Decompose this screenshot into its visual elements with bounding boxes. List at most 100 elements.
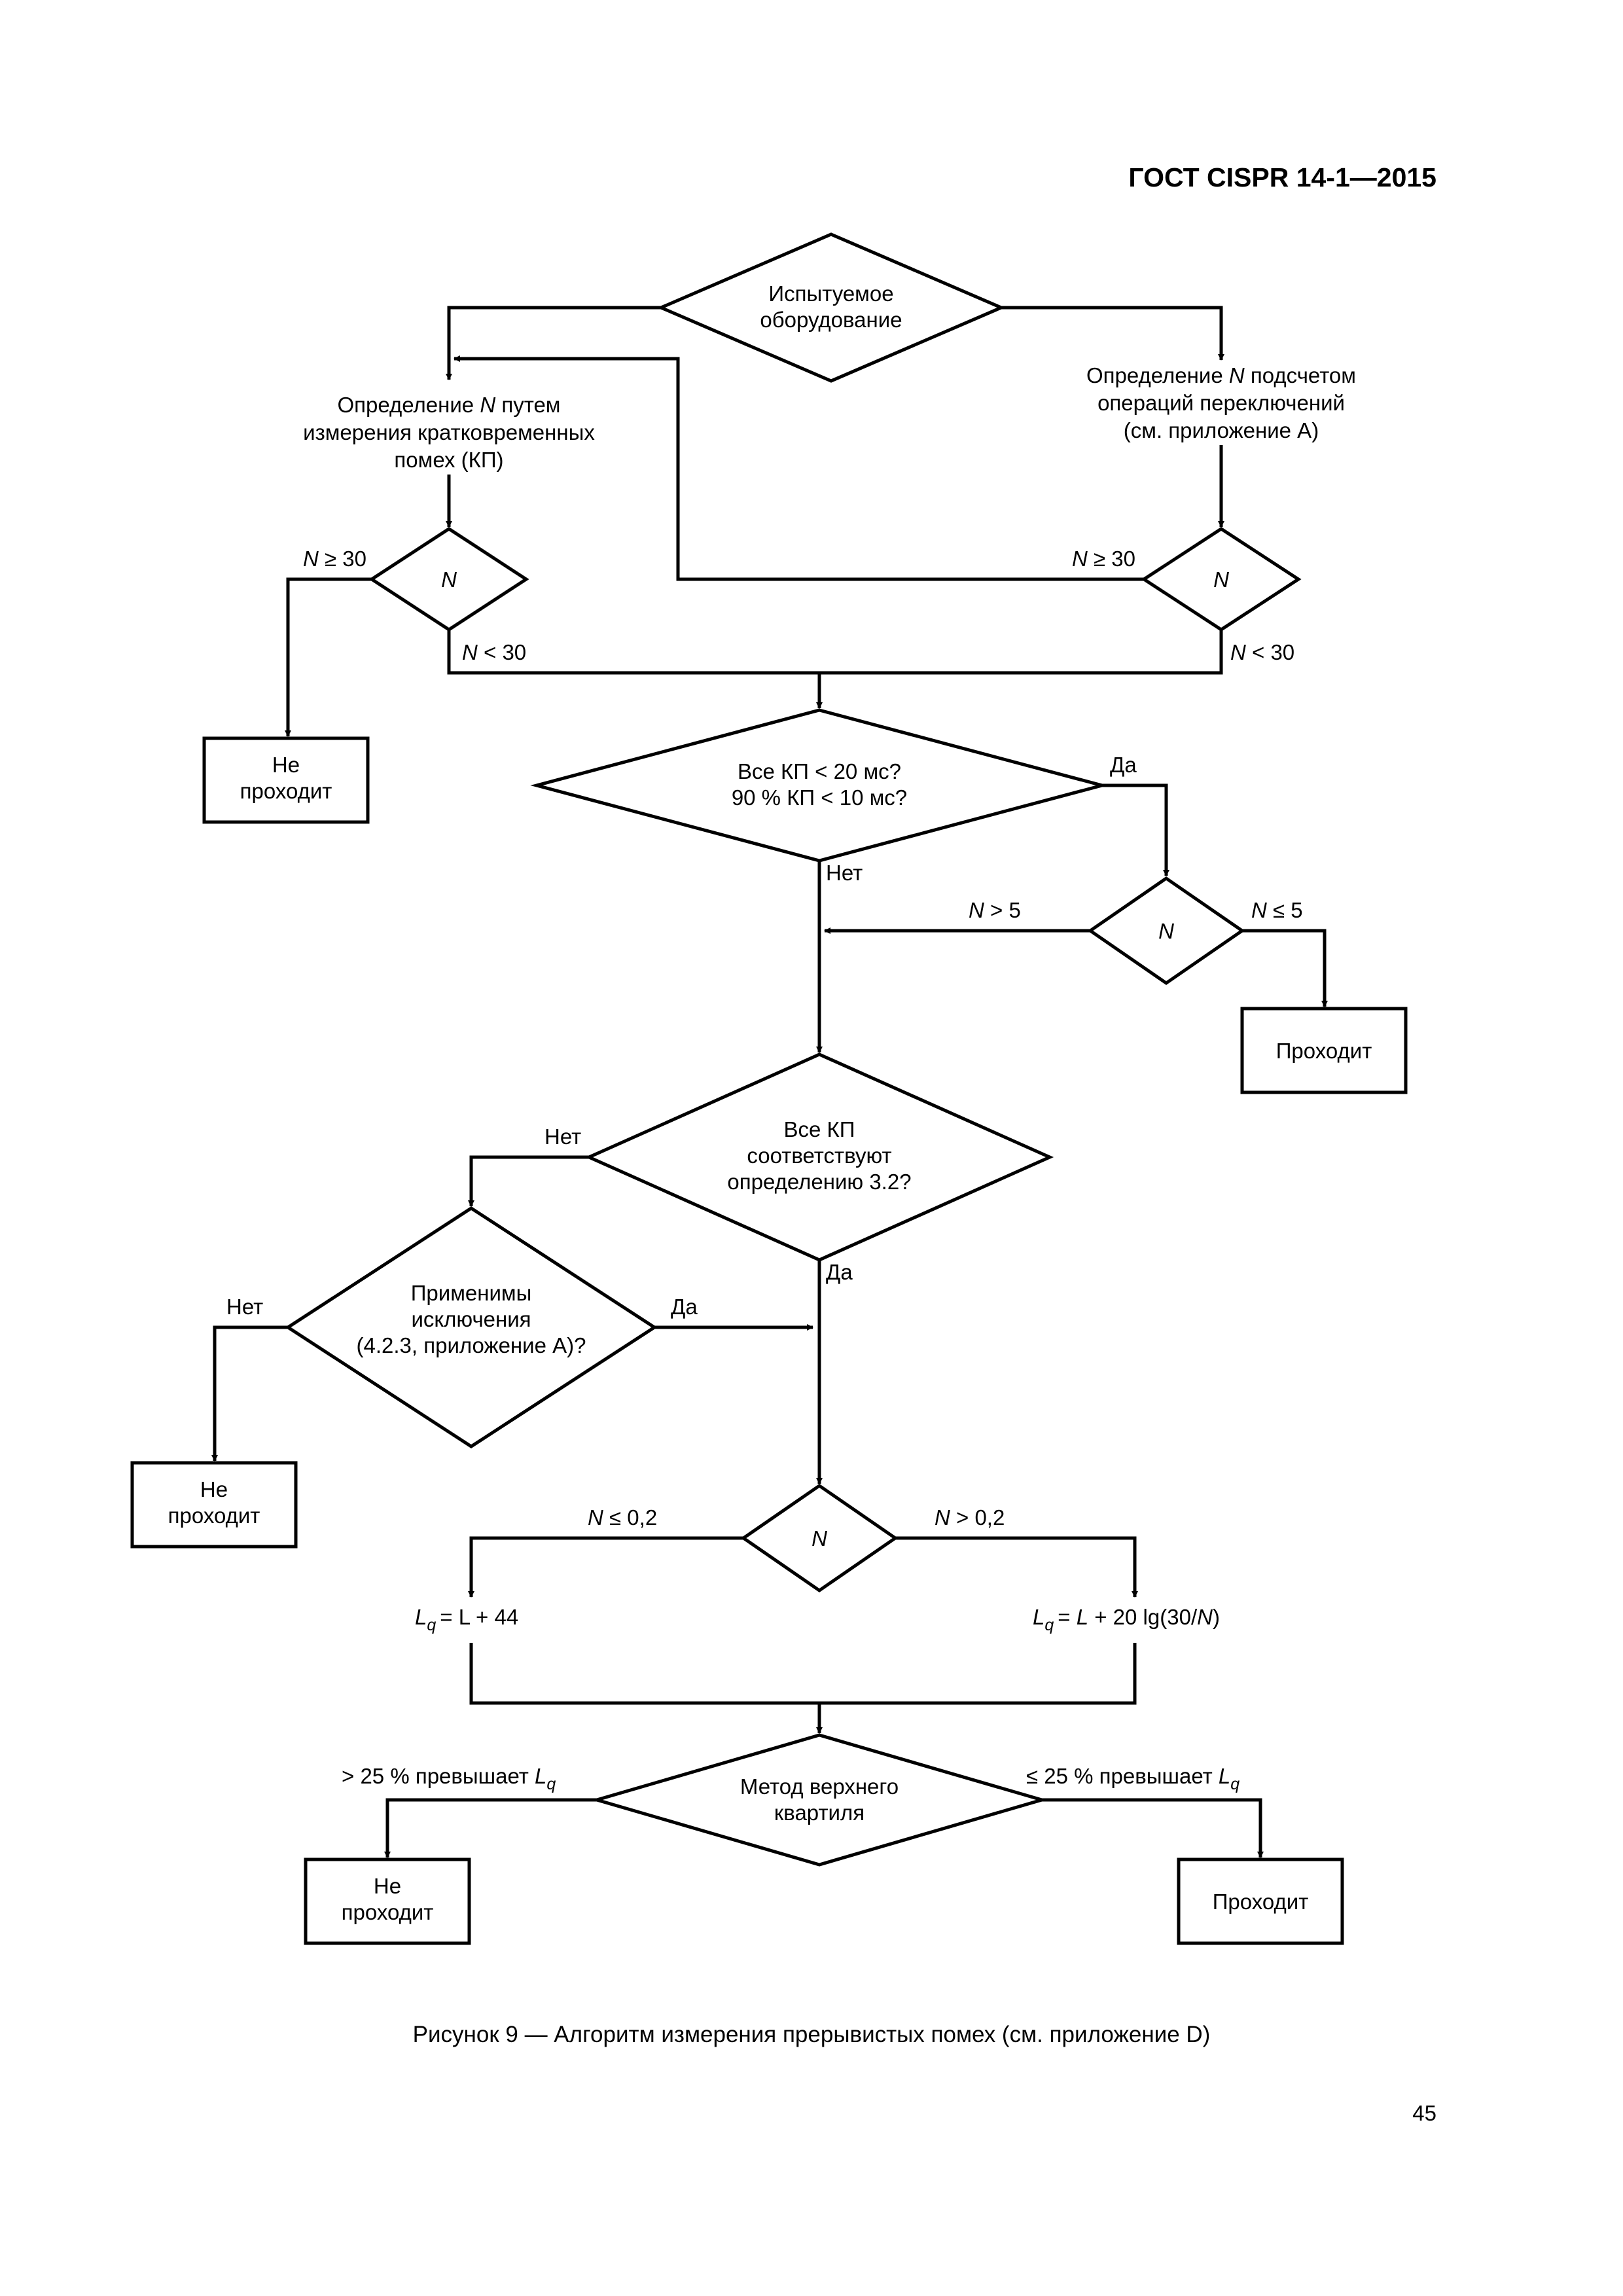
n-le02-label: N ≤ 0,2 <box>588 1505 657 1530</box>
n-gt02-value: > 0,2 <box>956 1505 1005 1530</box>
kp-no-label: Нет <box>826 861 863 885</box>
connector-measure-n-ge30-fail <box>285 577 372 737</box>
n-gt5-symbol: N <box>969 898 984 922</box>
pass-box-1 <box>1240 1007 1408 1094</box>
quartile-line-1: Метод верхнего <box>740 1774 899 1799</box>
fail-box-1-line-2: проходит <box>240 779 332 803</box>
exceptions-line-2: исключения <box>411 1307 531 1331</box>
gt25-text: > 25 % превышает <box>342 1764 529 1788</box>
lq-left-symbol: L <box>415 1605 427 1629</box>
lq-right-rhs-2: L <box>1077 1605 1088 1629</box>
connector-eut-left <box>446 306 661 380</box>
measure-n-label-3: помех (КП) <box>394 448 503 472</box>
lq-formula-right: Lq= L + 20 lg(30/N) <box>1033 1605 1220 1634</box>
fail-box-2 <box>130 1461 298 1549</box>
kp-definition-line-3: определению 3.2? <box>727 1170 911 1194</box>
gt25-lq: L <box>535 1764 546 1788</box>
measure-n-ge30-symbol: N <box>303 547 319 571</box>
gt25-lq-subscript: q <box>546 1775 556 1793</box>
count-n-ge30-label: N ≥ 30 <box>1072 547 1135 571</box>
measure-n-label-1: Определение N путем <box>338 393 561 417</box>
n-le02-value: ≤ 0,2 <box>609 1505 657 1530</box>
n-gt5-label: N > 5 <box>969 898 1021 922</box>
measure-n-ge30-label: N ≥ 30 <box>303 547 366 571</box>
le25-lq: L <box>1219 1764 1230 1788</box>
le25-label: ≤ 25 % превышает Lq <box>1026 1764 1240 1793</box>
count-n-ge30-value: ≥ 30 <box>1094 547 1135 571</box>
measure-n-ge30-value: ≥ 30 <box>325 547 366 571</box>
n-le5-symbol: N <box>1251 898 1267 922</box>
le25-text: ≤ 25 % превышает <box>1026 1764 1213 1788</box>
exceptions-no-label: Нет <box>226 1295 263 1319</box>
lq-left-subscript: q <box>427 1616 436 1634</box>
lq-right-rhs-4: N <box>1197 1605 1213 1629</box>
n-le02-symbol: N <box>588 1505 603 1530</box>
document-header: ГОСТ CISPR 14-1—2015 <box>1128 162 1436 192</box>
count-n-label-3: (см. приложение А) <box>1124 418 1319 442</box>
lq-formula-left: Lq= L + 44 <box>415 1605 518 1634</box>
measure-n-word-1: Определение <box>338 393 474 417</box>
connector-eut-right <box>1001 306 1224 361</box>
kp-yes-label: Да <box>1110 753 1137 777</box>
connector-n-gt02 <box>895 1536 1138 1598</box>
pass-box-1-label: Проходит <box>1276 1039 1372 1063</box>
quartile-decision <box>591 1733 1048 1867</box>
kp-def-no-label: Нет <box>544 1124 581 1149</box>
kp-definition-line-1: Все КП <box>784 1117 855 1141</box>
fail-box-2-line-1: Не <box>200 1477 228 1501</box>
figure-caption: Рисунок 9 — Алгоритм измерения прерывист… <box>413 2022 1211 2047</box>
page-number: 45 <box>1412 2101 1436 2125</box>
n-le5-label: N ≤ 5 <box>1251 898 1303 922</box>
n5-decision-label: N <box>1158 919 1174 943</box>
measure-n-symbol: N <box>480 393 495 417</box>
lq-right-subscript: q <box>1044 1616 1054 1634</box>
fail-box-1 <box>202 736 370 824</box>
n-decision-right-label: N <box>1213 567 1229 592</box>
count-n-ge30-symbol: N <box>1072 547 1088 571</box>
eut-label-2: оборудование <box>760 308 902 332</box>
lq-right-rhs-5: ) <box>1213 1605 1220 1629</box>
count-n-symbol: N <box>1229 363 1245 387</box>
connector-quartile-pass <box>1042 1798 1264 1858</box>
lq-right-symbol: L <box>1033 1605 1044 1629</box>
connector-kp-yes <box>1102 783 1169 876</box>
lq-right-rhs-1: = <box>1058 1605 1076 1629</box>
connector-n-le02 <box>468 1536 743 1598</box>
exceptions-line-1: Применимы <box>411 1281 532 1305</box>
kp-duration-line-2: 90 % КП < 10 мс? <box>732 785 907 810</box>
connector-n-le5 <box>1242 929 1328 1007</box>
count-n-word-1: Определение <box>1086 363 1223 387</box>
connector-kp-def-no <box>468 1155 589 1207</box>
kp-definition-line-2: соответствуют <box>747 1143 891 1168</box>
pass-box-2 <box>1177 1857 1344 1945</box>
n-gt5-value: > 5 <box>990 898 1021 922</box>
exceptions-line-3: (4.2.3, приложение А)? <box>357 1333 586 1357</box>
n02-decision-label: N <box>812 1526 827 1551</box>
connector-n-lt30-merge <box>447 630 1223 675</box>
eut-decision <box>656 232 1006 383</box>
count-n-lt30-symbol: N <box>1230 640 1246 664</box>
fail-box-3-line-1: Не <box>374 1874 401 1898</box>
lq-right-rhs-3: + 20 lg(30/ <box>1088 1605 1198 1629</box>
fail-box-1-line-1: Не <box>272 753 300 777</box>
connector-formulas-merge <box>469 1643 1137 1705</box>
measure-n-lt30-label: N < 30 <box>462 640 526 664</box>
kp-def-yes-label: Да <box>826 1260 853 1284</box>
connector-count-n-ge30-loop <box>454 355 1144 581</box>
count-n-lt30-value: < 30 <box>1252 640 1294 664</box>
n-le5-value: ≤ 5 <box>1273 898 1303 922</box>
count-n-lt30-label: N < 30 <box>1230 640 1294 664</box>
lq-left-rhs: = L + 44 <box>440 1605 518 1629</box>
measure-n-lt30-value: < 30 <box>484 640 526 664</box>
n-decision-left-label: N <box>441 567 457 592</box>
le25-lq-subscript: q <box>1230 1775 1240 1793</box>
n-gt02-symbol: N <box>935 1505 950 1530</box>
measure-n-label-2: измерения кратковременных <box>303 420 595 444</box>
count-n-word-2: подсчетом <box>1251 363 1356 387</box>
connector-quartile-fail <box>384 1798 597 1858</box>
connector-exceptions-no <box>211 1325 288 1462</box>
fail-box-3 <box>304 1857 471 1945</box>
count-n-label-2: операций переключений <box>1097 391 1345 415</box>
kp-duration-line-1: Все КП < 20 мс? <box>738 759 901 783</box>
